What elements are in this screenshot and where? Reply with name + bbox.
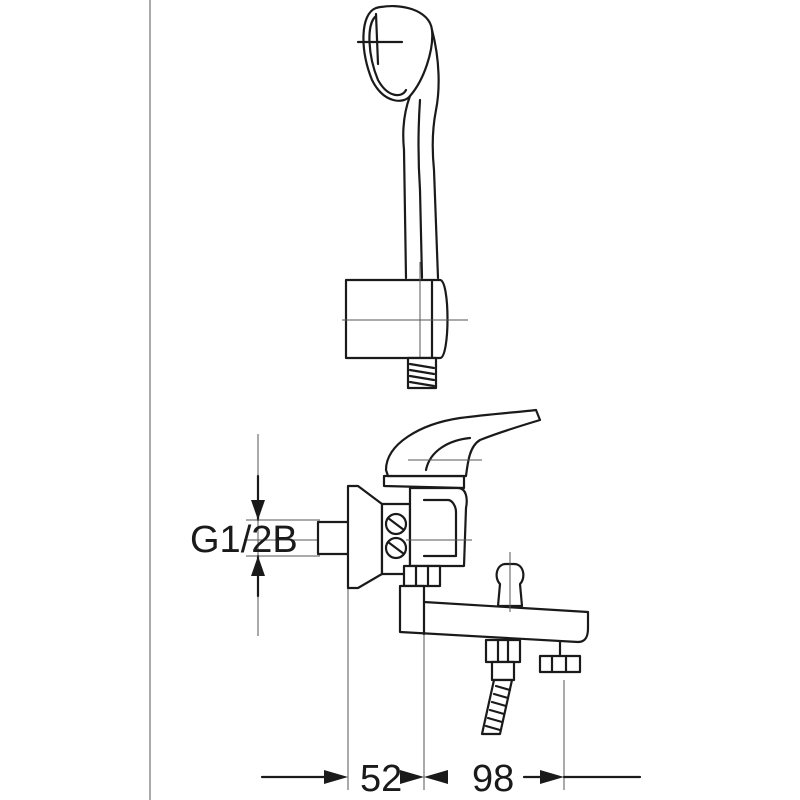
- mixer-body: [382, 408, 542, 588]
- holder-body: [344, 278, 449, 360]
- connector-hatch-2: [386, 540, 406, 556]
- hose-connector: [480, 638, 522, 736]
- thread-arrow-top: [251, 500, 265, 520]
- dim-arrow-axis-left: [400, 770, 424, 784]
- lever-detail: [424, 436, 472, 472]
- bottom-nut: [402, 564, 442, 588]
- shower-handle-center: [417, 98, 424, 280]
- diverter-knob: [495, 552, 525, 612]
- hose-body: [480, 678, 514, 736]
- shower-holder: [342, 262, 468, 390]
- eccentric-connector: [380, 502, 412, 576]
- dim-arrow-axis-right: [424, 770, 448, 784]
- spout-body: [398, 584, 590, 644]
- shower-head-inner: [368, 14, 408, 97]
- thread-dimension: [246, 474, 320, 598]
- lever-handle: [384, 408, 542, 478]
- dim-arrow-spout: [540, 770, 564, 784]
- hand-shower: [356, 4, 440, 280]
- dim-arrow-wall: [324, 770, 348, 784]
- hose-stub: [406, 356, 438, 390]
- dim-52-label: 52: [360, 758, 402, 800]
- connector-hatch-1: [386, 516, 406, 532]
- thread-arrow-bottom: [251, 556, 265, 576]
- mixer-inner: [422, 498, 458, 558]
- bottom-dimensions: [260, 770, 642, 784]
- hose-ribs: [484, 684, 512, 732]
- dim-98-label: 98: [472, 758, 514, 800]
- shower-handle-right: [430, 28, 440, 280]
- thread-label: G1/2B: [190, 519, 298, 561]
- wall-flange: [346, 484, 384, 590]
- shower-handle-left: [402, 94, 412, 280]
- hose-nut: [484, 638, 522, 664]
- hose-stub-ribs: [408, 362, 436, 388]
- spout-outlet: [538, 654, 582, 674]
- shower-face-divider: [374, 12, 380, 66]
- spout: [398, 584, 590, 674]
- inlet-pipe: [316, 520, 354, 556]
- mixer-top-cap: [382, 474, 466, 490]
- hose-ferrule: [490, 660, 516, 682]
